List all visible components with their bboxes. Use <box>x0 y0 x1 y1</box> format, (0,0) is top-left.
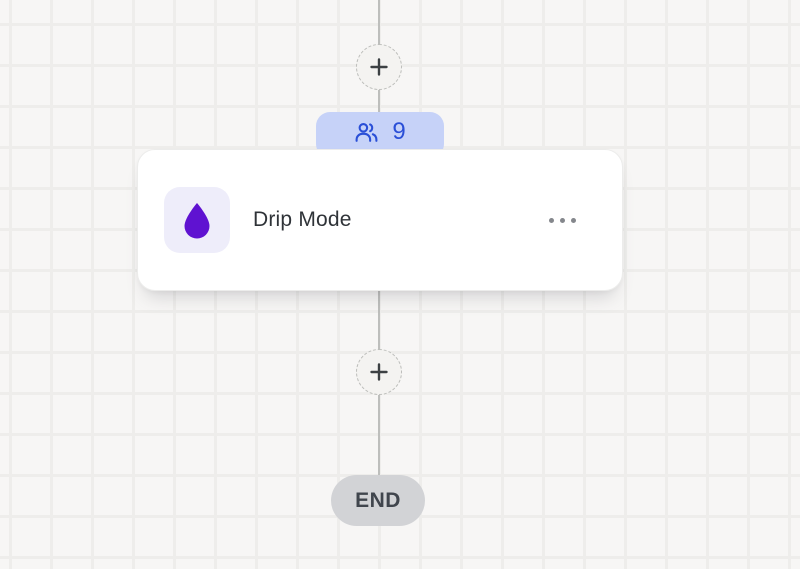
plus-icon <box>367 55 391 79</box>
plus-icon <box>367 360 391 384</box>
add-step-button-top[interactable] <box>356 44 402 90</box>
ellipsis-icon <box>571 217 576 223</box>
node-icon-tile <box>164 187 230 253</box>
node-card-drip-mode[interactable]: Drip Mode <box>137 149 623 291</box>
users-icon <box>354 120 379 145</box>
droplet-icon <box>180 201 214 239</box>
ellipsis-icon <box>560 217 565 223</box>
add-step-button-bottom[interactable] <box>356 349 402 395</box>
ellipsis-icon <box>549 217 554 223</box>
end-node-label: END <box>355 488 401 512</box>
node-title: Drip Mode <box>253 208 352 231</box>
node-menu-button[interactable] <box>547 210 578 231</box>
end-node: END <box>331 475 425 526</box>
audience-count-value: 9 <box>392 118 406 145</box>
